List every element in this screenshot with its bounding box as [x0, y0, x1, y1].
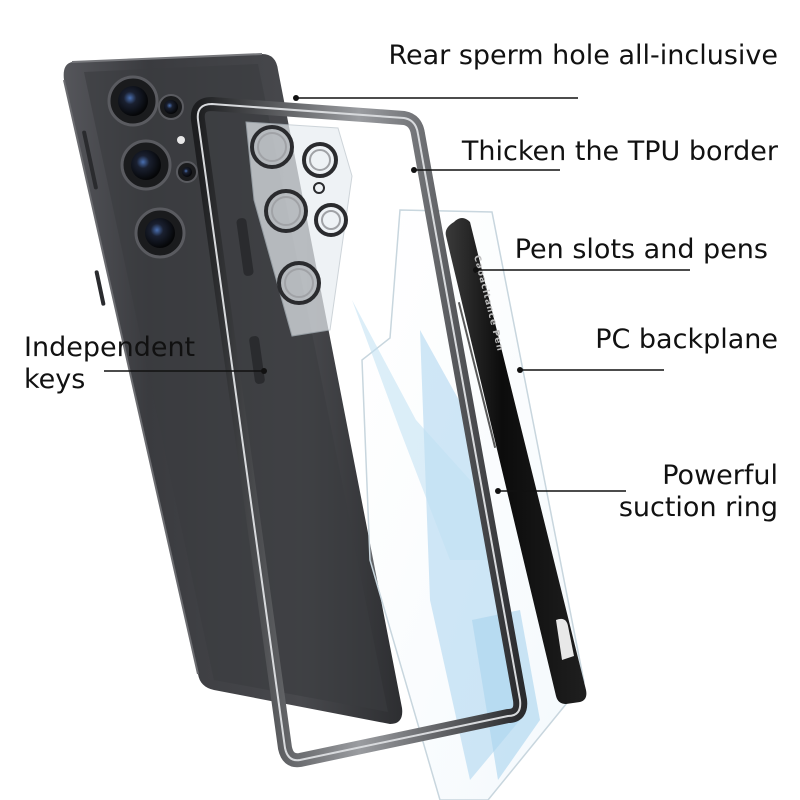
camera-openings: [245, 121, 353, 337]
callout-pen-slots: Pen slots and pens: [514, 234, 768, 265]
callout-tpu-border: Thicken the TPU border: [461, 136, 778, 167]
tpu-frame: [190, 97, 528, 768]
stylus-pen: [445, 218, 587, 704]
camera-module: [107, 75, 198, 259]
callout-keys-line2: keys: [24, 364, 86, 395]
callout-suction-ring-line2: suction ring: [618, 492, 778, 523]
callout-suction-ring-line1: Powerful: [662, 460, 778, 491]
callout-keys-line1: Independent: [24, 332, 196, 363]
callout-pc-backplane: PC backplane: [595, 324, 778, 355]
pc-backplane: [352, 209, 585, 800]
leader-lines: [104, 95, 690, 494]
callout-rear-hole: Rear sperm hole all-inclusive: [388, 40, 778, 71]
